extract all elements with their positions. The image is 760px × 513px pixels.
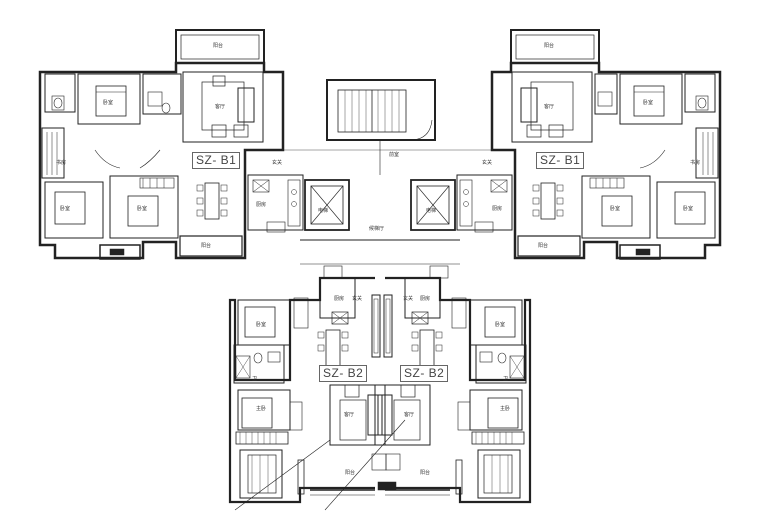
room-label: 书房 <box>56 160 67 166</box>
room-label: 阳台 <box>544 43 555 49</box>
room-label: 玄关 <box>272 160 283 166</box>
living-room <box>374 384 431 446</box>
room-label: 电梯 <box>318 208 329 214</box>
bathroom <box>44 73 76 113</box>
bathroom <box>684 73 716 113</box>
dining-table <box>540 182 556 220</box>
room-label: 厨房 <box>492 206 503 212</box>
room-label: 玄关 <box>482 160 493 166</box>
bed <box>95 85 127 117</box>
central-shaft <box>371 294 397 491</box>
room-label: 前室 <box>389 152 400 158</box>
room-label: 客厅 <box>215 104 226 110</box>
room-label: 电梯 <box>426 208 437 214</box>
room-label: 卧室 <box>137 206 148 212</box>
room-label: 玄关 <box>352 296 363 302</box>
exterior-wall <box>490 61 722 260</box>
room-label: 玄关 <box>403 296 414 302</box>
unit-top-left <box>38 29 350 260</box>
room-label: 阳台 <box>420 470 431 476</box>
bedroom-southwest <box>44 181 104 239</box>
bedroom-southwest <box>656 181 716 239</box>
wardrobe <box>293 297 309 329</box>
bed <box>633 85 665 117</box>
room-label: 候梯厅 <box>369 226 385 232</box>
room-label: 卧室 <box>60 206 71 212</box>
stair-core <box>245 79 515 265</box>
bedroom-south <box>581 175 651 239</box>
room-label: 卧室 <box>610 206 621 212</box>
room-label: 厨房 <box>420 296 431 302</box>
wardrobe <box>451 297 467 329</box>
room-label: 厨房 <box>256 202 267 208</box>
room-label: 阳台 <box>538 243 549 249</box>
balcony-south <box>619 244 661 260</box>
master-bath <box>239 449 283 499</box>
unit-bottom-left <box>228 265 406 511</box>
exterior-wall <box>38 61 285 260</box>
room-label: 主卧 <box>256 406 267 412</box>
master-bath <box>477 449 521 499</box>
living-room <box>329 384 386 446</box>
room-label: 卧室 <box>256 322 267 328</box>
study <box>41 127 65 179</box>
room-label: 卫 <box>503 376 509 382</box>
sofa <box>377 394 393 436</box>
room-label: 卧室 <box>495 322 506 328</box>
kitchen <box>404 277 441 319</box>
unit-label-top-left: SZ- B1 <box>192 152 241 169</box>
room-label: 阳台 <box>213 43 224 49</box>
unit-top-right <box>410 29 722 260</box>
bedroom-south <box>109 175 179 239</box>
living-room <box>182 71 264 143</box>
kitchen <box>247 174 304 231</box>
room-label: 卧室 <box>643 100 654 106</box>
kitchen <box>456 174 513 231</box>
master-bedroom <box>237 389 291 431</box>
armchair <box>212 75 226 87</box>
unit-label-top-right: SZ- B1 <box>536 152 585 169</box>
study <box>695 127 719 179</box>
elevator-shaft <box>410 179 456 231</box>
room-label: 书房 <box>690 160 701 166</box>
room-label: 阳台 <box>345 470 356 476</box>
master-bedroom <box>469 389 523 431</box>
sofa <box>520 87 538 123</box>
unit-label-bottom-right: SZ- B2 <box>400 365 449 382</box>
room-label: 卧室 <box>683 206 694 212</box>
unit-label-bottom-left: SZ- B2 <box>319 365 368 382</box>
room-label: 卧室 <box>103 100 114 106</box>
room-label: 厨房 <box>334 296 345 302</box>
stairwell <box>326 79 436 141</box>
elevator-shaft <box>304 179 350 231</box>
dining-table <box>419 329 435 367</box>
balcony-south <box>99 244 141 260</box>
living-room <box>511 71 593 143</box>
room-label: 卫 <box>252 376 258 382</box>
dining-table <box>204 182 220 220</box>
dining-table <box>325 329 341 367</box>
room-label: 主卧 <box>500 406 511 412</box>
room-label: 阳台 <box>201 243 212 249</box>
room-label: 客厅 <box>344 412 355 418</box>
room-label: 客厅 <box>404 412 415 418</box>
room-label: 客厅 <box>544 104 555 110</box>
unit-bottom-right <box>374 265 532 504</box>
bedroom-north <box>619 73 683 125</box>
sofa <box>237 87 255 123</box>
bedroom-north <box>77 73 141 125</box>
